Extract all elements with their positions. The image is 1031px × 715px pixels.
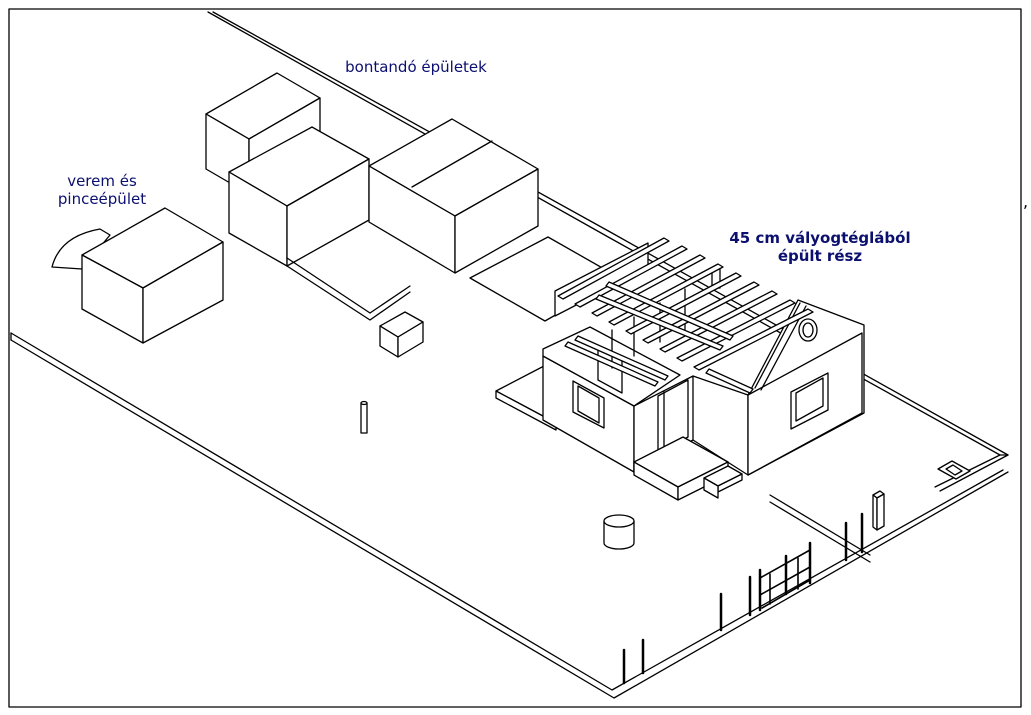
- label-adobe-part-line1: 45 cm vályogtéglából: [729, 229, 911, 247]
- label-adobe-part-line2: épült rész: [777, 247, 863, 265]
- roof-beams: [557, 237, 814, 394]
- demolition-block-large: [368, 118, 539, 274]
- post: [360, 400, 368, 434]
- cellar-vault: [51, 228, 111, 270]
- water-barrel: [603, 514, 635, 550]
- bollard: [872, 490, 885, 531]
- root-cellar: [51, 207, 224, 344]
- adobe-house: [495, 237, 865, 501]
- demolition-block-middle: [228, 126, 411, 321]
- label-root-cellar: verem és pinceépület: [42, 172, 162, 208]
- fence-gate: [759, 549, 811, 609]
- fence: [622, 494, 871, 685]
- doorway: [657, 379, 689, 454]
- drawing-frame: [8, 8, 1022, 708]
- label-root-cellar-line1: verem és: [67, 172, 137, 190]
- stray-mark: ,: [1023, 192, 1029, 211]
- small-pit: [937, 460, 971, 480]
- label-root-cellar-line2: pinceépület: [57, 190, 147, 208]
- small-cube: [379, 311, 424, 358]
- label-demolition-buildings: bontandó épületek: [345, 58, 487, 76]
- demolition-buildings: [205, 72, 621, 322]
- label-adobe-part: 45 cm vályogtéglából épült rész: [720, 229, 920, 265]
